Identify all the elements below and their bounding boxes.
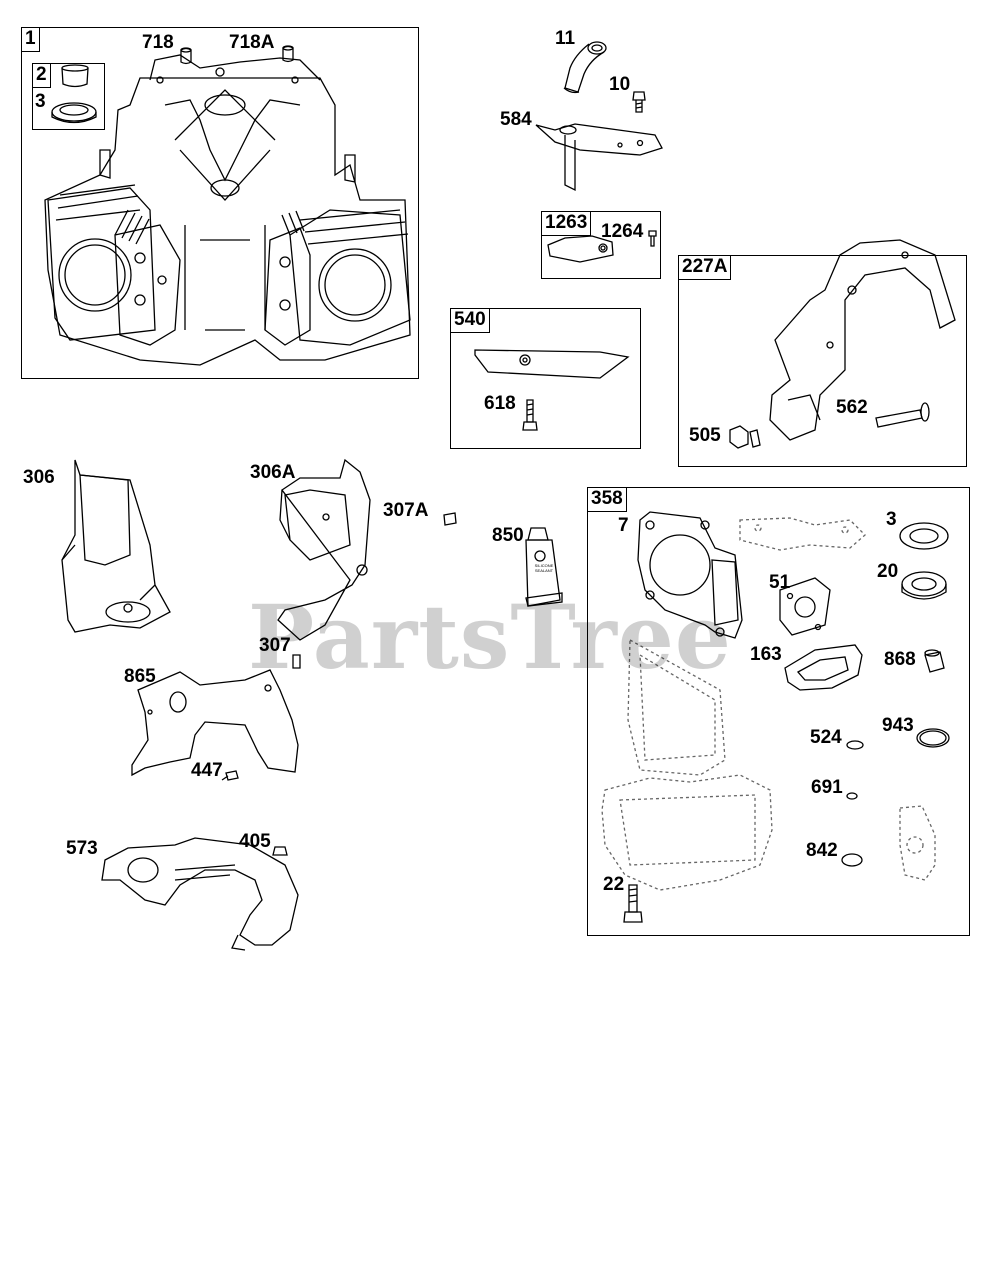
group-frame-1263 bbox=[541, 211, 661, 279]
screw-307-part bbox=[292, 654, 301, 669]
ring-524-part bbox=[846, 740, 864, 750]
part-label-524[interactable]: 524 bbox=[810, 727, 842, 748]
part-label-842[interactable]: 842 bbox=[806, 840, 838, 861]
seal-20-part bbox=[901, 571, 947, 600]
part-label-562[interactable]: 562 bbox=[836, 397, 868, 418]
shield-865-part bbox=[131, 669, 299, 777]
part-label-3-kit[interactable]: 3 bbox=[886, 509, 897, 530]
part-label-51[interactable]: 51 bbox=[769, 572, 791, 593]
screw-10-part bbox=[632, 91, 646, 113]
sealant-tube-850-part bbox=[525, 527, 563, 607]
bracket-584-part bbox=[535, 123, 663, 192]
part-label-447[interactable]: 447 bbox=[191, 760, 223, 781]
part-label-943[interactable]: 943 bbox=[882, 715, 914, 736]
gasket-163-part bbox=[784, 644, 863, 691]
seal-3-part bbox=[51, 102, 97, 124]
part-label-20[interactable]: 20 bbox=[877, 561, 899, 582]
part-label-22[interactable]: 22 bbox=[603, 874, 625, 895]
bracket-227A-part bbox=[769, 239, 956, 441]
part-label-10[interactable]: 10 bbox=[609, 74, 631, 95]
screw-1264-part bbox=[648, 230, 657, 247]
group-frame-227A bbox=[678, 255, 967, 467]
plate-1263-part bbox=[547, 235, 614, 263]
part-label-618[interactable]: 618 bbox=[484, 393, 516, 414]
part-label-868[interactable]: 868 bbox=[884, 649, 916, 670]
tube-11-part bbox=[563, 41, 607, 94]
group-frame-358 bbox=[587, 487, 970, 936]
head-gasket-7-part bbox=[637, 511, 743, 639]
part-label-573[interactable]: 573 bbox=[66, 838, 98, 859]
group-frame-540 bbox=[450, 308, 641, 449]
screw-405-part bbox=[272, 846, 288, 856]
group-label-358[interactable]: 358 bbox=[587, 487, 627, 512]
shield-306A-part bbox=[277, 458, 371, 641]
group-label-540[interactable]: 540 bbox=[450, 308, 490, 333]
part-label-3[interactable]: 3 bbox=[35, 91, 46, 112]
part-label-850[interactable]: 850 bbox=[492, 525, 524, 546]
part-label-306[interactable]: 306 bbox=[23, 467, 55, 488]
part-label-307[interactable]: 307 bbox=[259, 635, 291, 656]
gasket-51-part bbox=[779, 577, 831, 636]
ring-691-part bbox=[846, 792, 858, 800]
part-label-1264[interactable]: 1264 bbox=[601, 221, 644, 242]
pin-562-part bbox=[875, 402, 930, 428]
gasket-dashed-right-part bbox=[899, 805, 936, 881]
screw-618-part bbox=[522, 399, 538, 431]
sealant-tube-text: SILICONE SEALANT bbox=[534, 563, 554, 573]
group-label-1263[interactable]: 1263 bbox=[541, 211, 592, 236]
gasket-dashed-top-part bbox=[739, 517, 866, 551]
part-label-505[interactable]: 505 bbox=[689, 425, 721, 446]
group-label-1[interactable]: 1 bbox=[21, 27, 40, 52]
engine-block-part bbox=[44, 54, 411, 366]
bushing-2-part bbox=[61, 64, 89, 88]
part-label-163[interactable]: 163 bbox=[750, 644, 782, 665]
part-label-7[interactable]: 7 bbox=[618, 515, 629, 536]
oring-943-part bbox=[916, 728, 950, 748]
gasket-dashed-large-part bbox=[627, 638, 726, 776]
screw-447-part bbox=[221, 770, 239, 781]
shield-540-part bbox=[474, 349, 630, 379]
shield-306-part bbox=[61, 459, 171, 633]
part-label-691[interactable]: 691 bbox=[811, 777, 843, 798]
part-label-718[interactable]: 718 bbox=[142, 32, 174, 53]
nut-505-part bbox=[729, 425, 761, 449]
part-label-584[interactable]: 584 bbox=[500, 109, 532, 130]
part-label-11[interactable]: 11 bbox=[555, 28, 576, 49]
part-label-307A[interactable]: 307A bbox=[383, 500, 429, 521]
part-label-405[interactable]: 405 bbox=[239, 831, 271, 852]
group-frame-1 bbox=[21, 27, 419, 379]
group-label-2[interactable]: 2 bbox=[32, 63, 51, 88]
screw-307A-part bbox=[443, 512, 457, 526]
group-frame-2-3 bbox=[32, 63, 105, 130]
bolt-22-part bbox=[623, 884, 643, 923]
sleeve-718A-part bbox=[282, 45, 294, 63]
plug-868-part bbox=[924, 649, 945, 673]
sleeve-718-part bbox=[180, 47, 192, 65]
part-label-865[interactable]: 865 bbox=[124, 666, 156, 687]
seal-3-kit-part bbox=[899, 522, 949, 550]
gasket-dashed-bottom-part bbox=[601, 774, 773, 891]
part-label-718A[interactable]: 718A bbox=[229, 32, 275, 53]
ring-842-part bbox=[841, 853, 863, 867]
part-label-306A[interactable]: 306A bbox=[250, 462, 296, 483]
base-573-part bbox=[101, 837, 299, 951]
group-label-227A[interactable]: 227A bbox=[678, 255, 732, 280]
